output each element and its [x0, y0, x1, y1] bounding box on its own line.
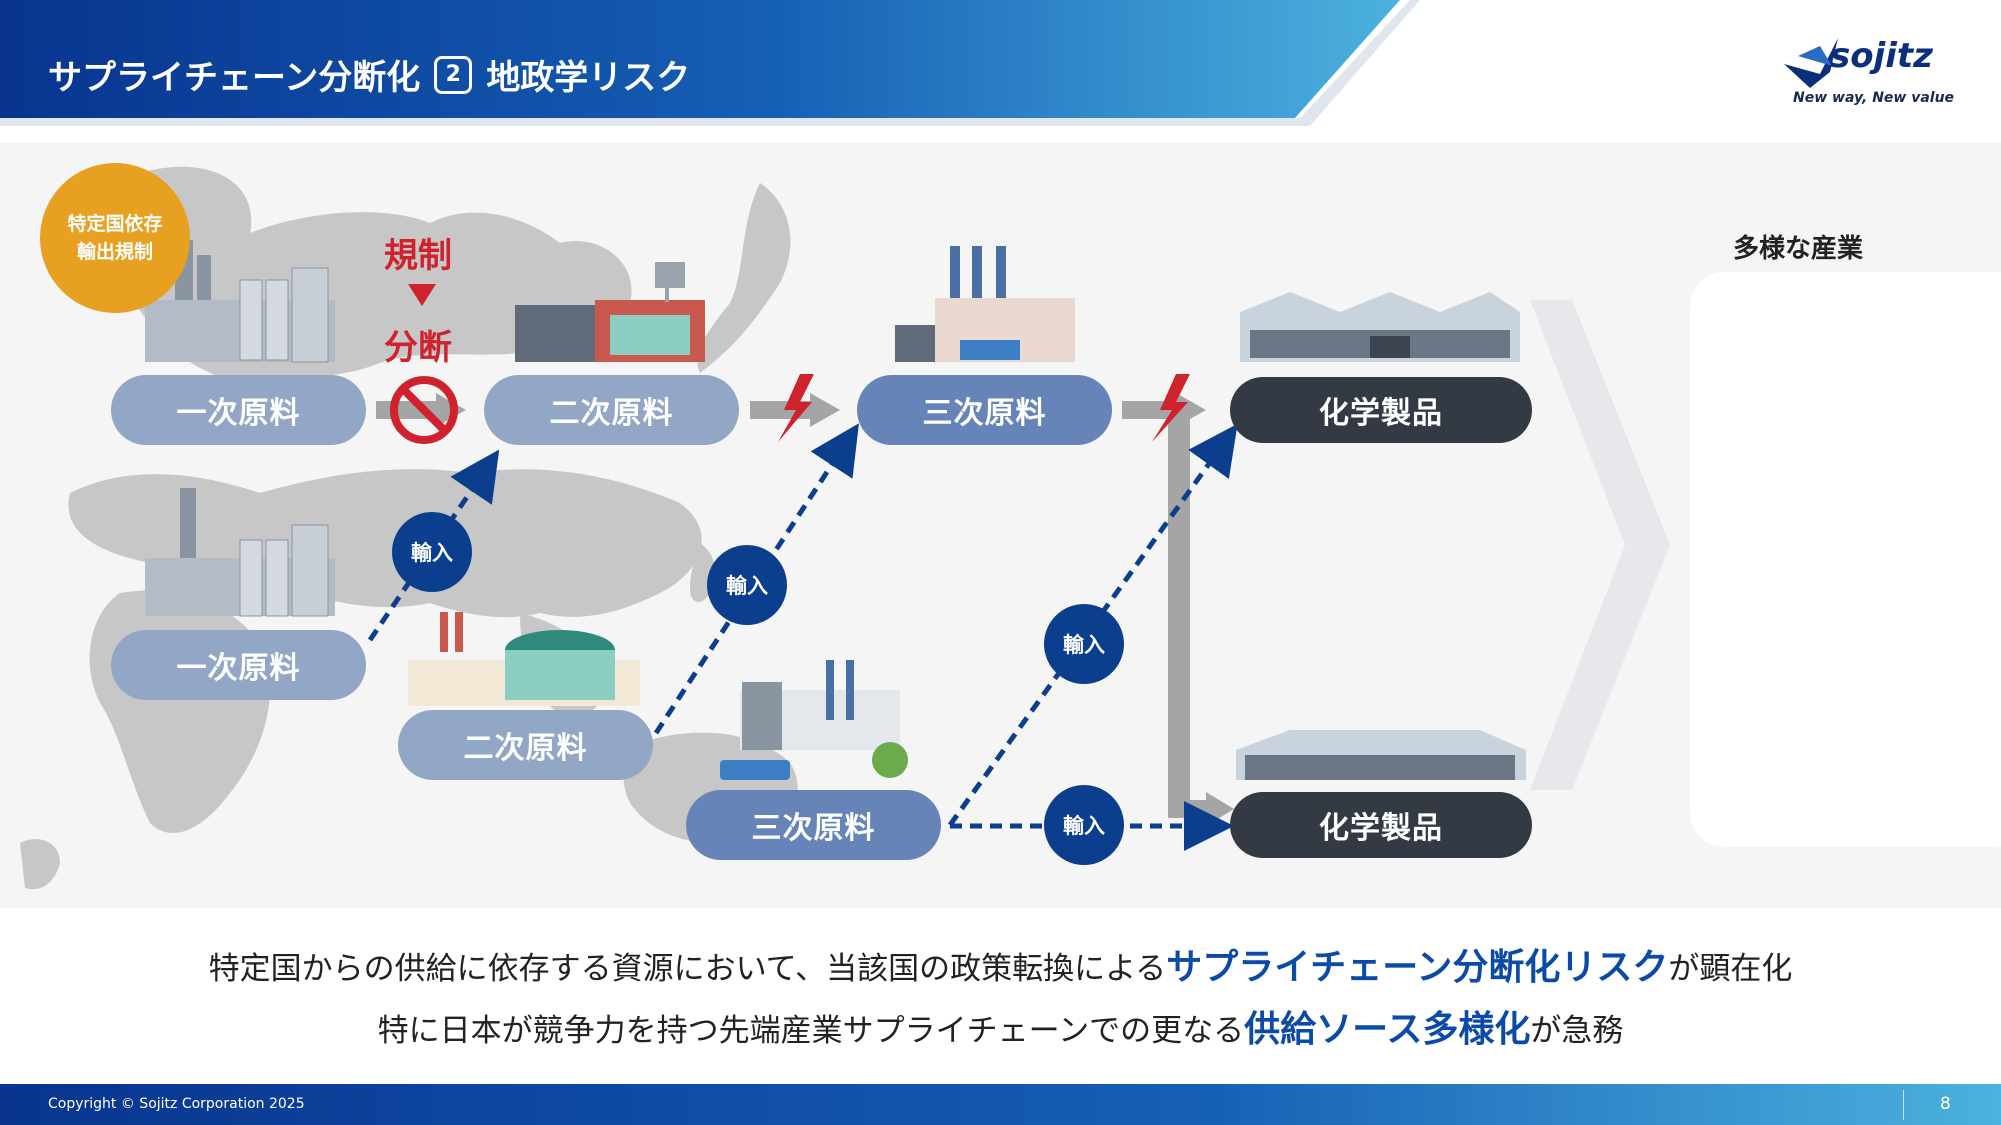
- cut-label: 分断: [384, 328, 452, 368]
- logo-tagline: New way, New value: [1793, 90, 1955, 106]
- pill-tertiary-alt: 三次原料: [686, 790, 941, 860]
- page-number: 8: [1940, 1094, 1951, 1114]
- import-badge-4: 輸入: [1044, 785, 1124, 865]
- sojitz-logo: [1784, 38, 1838, 88]
- page-title: サプライチェーン分断化 2 地政学リスク: [48, 50, 690, 99]
- statement-line-1-pre: 特定国からの供給に依存する資源において、当該国の政策転換による: [208, 951, 1167, 987]
- pill-tertiary-top: 三次原料: [857, 375, 1112, 445]
- import-badge-2: 輸入: [707, 545, 787, 625]
- copyright: Copyright © Sojitz Corporation 2025: [48, 1096, 305, 1112]
- industries-box: [1690, 272, 2001, 847]
- statement-line-1-highlight: サプライチェーン分断化リスク: [1166, 947, 1669, 988]
- import-badge-1: 輸入: [392, 512, 472, 592]
- pill-product-top: 化学製品: [1230, 377, 1532, 443]
- down-triangle-icon: [408, 284, 436, 306]
- dependency-badge: 特定国依存 輸出規制: [40, 163, 190, 313]
- statement-line-2-highlight: 供給ソース多様化: [1244, 1009, 1531, 1050]
- statement-line-2: 特に日本が競争力を持つ先端産業サプライチェーンでの更なる供給ソース多様化が急務: [0, 1000, 2001, 1052]
- footer-bar: [0, 1084, 2001, 1125]
- footer-divider: [1903, 1090, 1904, 1120]
- pill-secondary-top: 二次原料: [484, 375, 739, 445]
- page-title-text: サプライチェーン分断化: [48, 58, 421, 98]
- statement-line-1-post: が顕在化: [1668, 951, 1793, 987]
- statement-line-1: 特定国からの供給に依存する資源において、当該国の政策転換によるサプライチェーン分…: [0, 938, 2001, 990]
- pill-primary-alt: 一次原料: [111, 630, 366, 700]
- page-subtitle: 地政学リスク: [486, 58, 691, 98]
- pill-secondary-alt: 二次原料: [398, 710, 653, 780]
- dependency-badge-line1: 特定国依存: [67, 213, 163, 235]
- regulation-label: 規制: [384, 236, 452, 276]
- import-badge-3: 輸入: [1044, 604, 1124, 684]
- industries-title: 多様な産業: [1733, 234, 1864, 264]
- section-number-badge: 2: [434, 55, 473, 94]
- statement-line-2-post: が急務: [1530, 1013, 1624, 1049]
- statement-line-2-pre: 特に日本が競争力を持つ先端産業サプライチェーンでの更なる: [377, 1013, 1245, 1049]
- pill-product-alt: 化学製品: [1230, 792, 1532, 858]
- pill-primary-top: 一次原料: [111, 375, 366, 445]
- header-banner: [0, 0, 1420, 126]
- dependency-badge-line2: 輸出規制: [76, 241, 153, 263]
- logo-wordmark: sojitz: [1830, 36, 1933, 76]
